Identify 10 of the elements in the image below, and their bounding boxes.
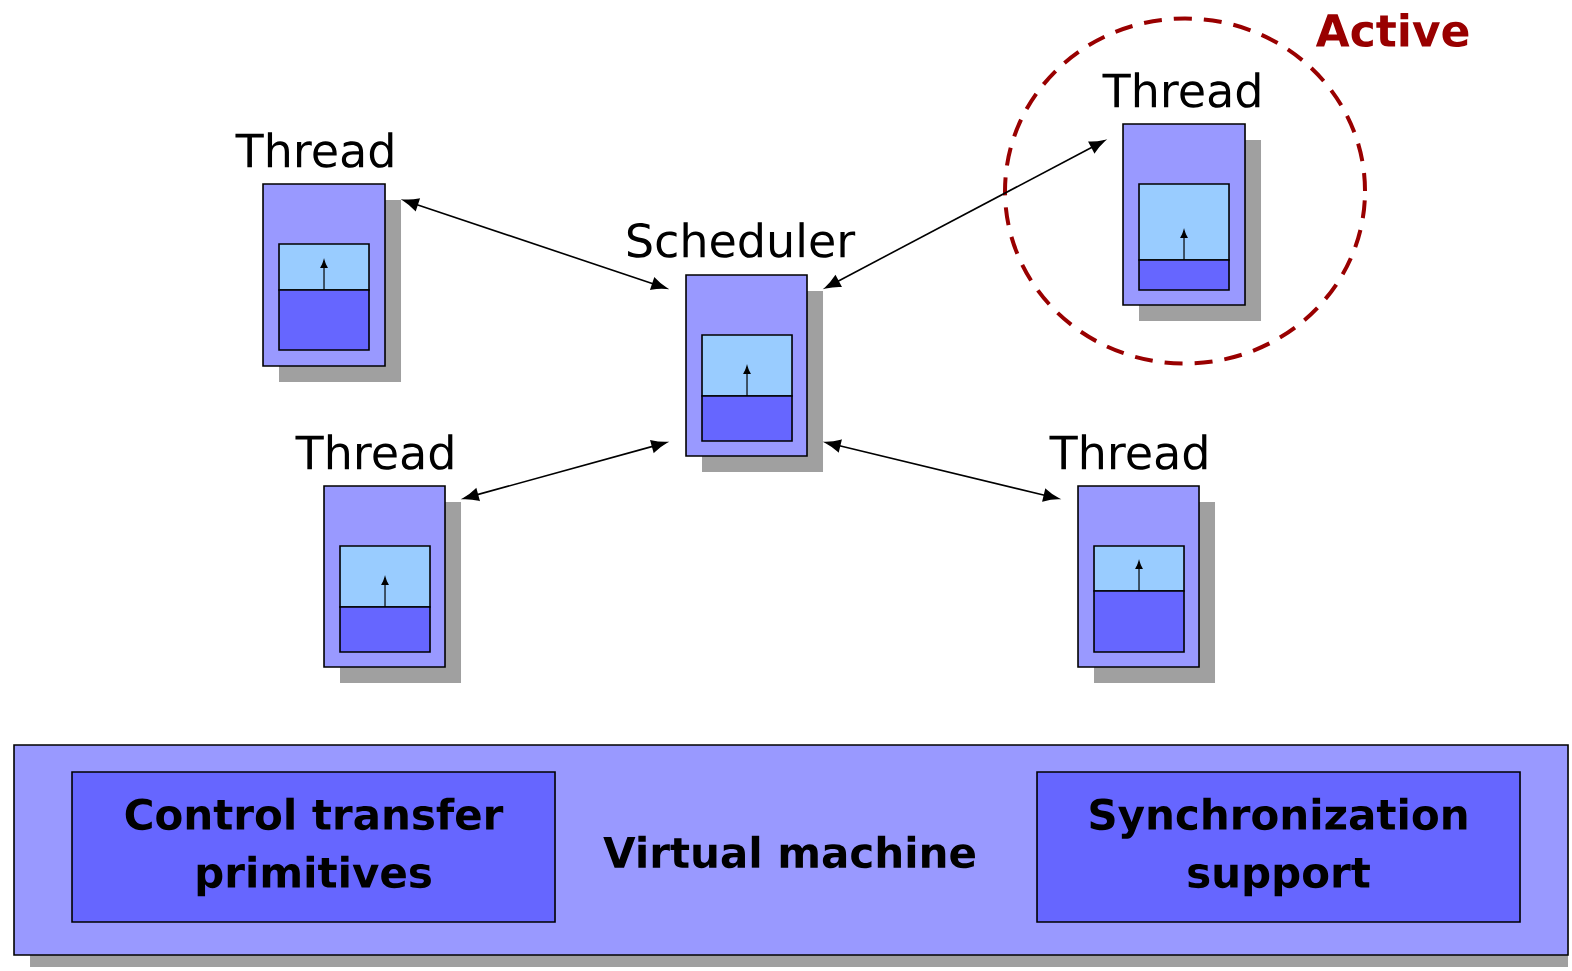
box-title: Thread <box>1049 434 1207 470</box>
box-title: Thread <box>295 434 453 470</box>
arrow <box>403 198 667 290</box>
arrow <box>825 439 1059 502</box>
circle-title: Active <box>1315 12 1469 48</box>
arrow <box>824 139 1106 289</box>
box-title: Thread <box>235 132 393 168</box>
box-title: Thread <box>1102 72 1260 108</box>
box-title: Scheduler <box>627 222 856 258</box>
arrow <box>463 440 667 501</box>
